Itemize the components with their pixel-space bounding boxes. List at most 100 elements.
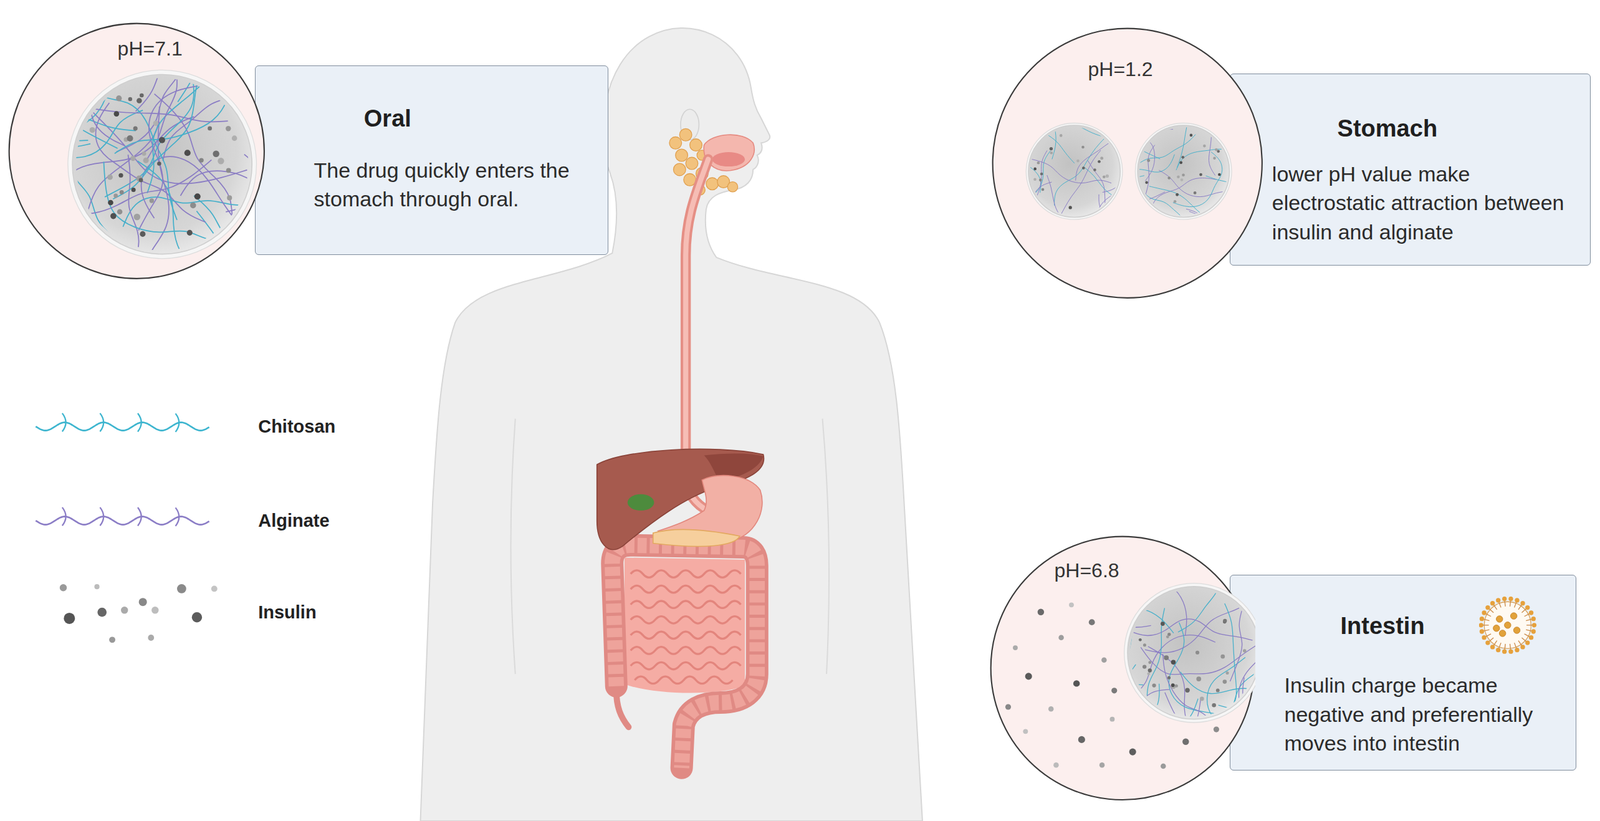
- alginate-fiber: [1100, 161, 1166, 204]
- chitosan-fiber: [195, 210, 230, 280]
- alginate-fiber: [1098, 194, 1121, 286]
- insulin-dot: [1040, 172, 1044, 176]
- insulin-dot: [1217, 173, 1222, 177]
- polymer-chain: [35, 516, 209, 525]
- lipid-head: [1514, 647, 1519, 652]
- chitosan-fiber: [1016, 664, 1136, 720]
- box-heading: Oral: [364, 104, 412, 134]
- micelle-cargo: [1496, 615, 1503, 623]
- gel-sphere: [8, 22, 266, 280]
- lipid-head: [1495, 647, 1501, 652]
- intestine-loops: [630, 570, 742, 684]
- alginate-fiber: [54, 81, 229, 122]
- lipid-head: [1520, 600, 1526, 606]
- alginate-fiber: [1140, 645, 1255, 676]
- chitosan-fiber: [177, 22, 237, 102]
- chain-branch: [175, 507, 180, 526]
- insulin-dot: [1193, 191, 1197, 195]
- lipid-head: [1528, 635, 1534, 640]
- insulin-dot: [1176, 175, 1180, 179]
- legend-label: Chitosan: [258, 415, 336, 438]
- legend-swatch: [0, 581, 235, 643]
- chitosan-fiber: [1173, 152, 1223, 207]
- chitosan-fiber: [8, 81, 88, 141]
- gel-network: [1004, 535, 1256, 801]
- alginate-fiber: [1151, 535, 1170, 603]
- alginate-fiber: [123, 244, 235, 280]
- micelle-cargo: [1513, 627, 1521, 634]
- ph-circle: pH=1.2: [991, 27, 1263, 299]
- released-insulin: [1088, 619, 1096, 626]
- released-insulin: [1022, 729, 1028, 735]
- lipid-tail: [1489, 637, 1495, 642]
- lipid-head: [1514, 597, 1519, 603]
- alginate-fiber: [1186, 208, 1212, 290]
- micelle-core: [1484, 601, 1531, 649]
- legend-item: Chitosan: [0, 395, 368, 457]
- micelle-cargo: [1493, 625, 1500, 632]
- insulin-dot: [1189, 134, 1193, 138]
- insulin-dot: [1145, 181, 1149, 185]
- insulin-dot: [139, 93, 144, 98]
- released-insulin: [1012, 645, 1018, 651]
- loop: [630, 646, 742, 654]
- lipid-tail: [1524, 633, 1531, 638]
- alginate-fiber: [1148, 646, 1190, 763]
- chitosan-fiber: [1058, 609, 1174, 638]
- chain-branch: [99, 413, 104, 432]
- gallbladder: [627, 494, 655, 511]
- alginate-fiber: [1057, 643, 1142, 719]
- lipid-tail: [1485, 633, 1491, 638]
- gel-network: [8, 22, 266, 280]
- released-insulin: [1182, 738, 1189, 745]
- chitosan-fiber: [1060, 166, 1145, 185]
- lipid-tail: [1514, 642, 1518, 649]
- pancreas: [653, 529, 740, 547]
- insulin-dot: [130, 155, 136, 161]
- insulin-dot: [1179, 161, 1184, 165]
- insulin-dot: [1100, 156, 1104, 160]
- lipid-head: [1495, 597, 1501, 603]
- small-intestine: [624, 557, 745, 693]
- alginate-fiber: [180, 170, 266, 205]
- insulin-dot: [97, 607, 107, 618]
- insulin-dot: [1180, 178, 1184, 182]
- insulin-dot: [1102, 175, 1106, 179]
- lipid-tail: [1493, 604, 1498, 610]
- insulin-dot: [1097, 160, 1101, 164]
- circle-outline: [8, 22, 266, 280]
- chain-branch: [62, 507, 67, 526]
- lipid-tail: [1524, 613, 1531, 617]
- insulin-dot: [120, 606, 128, 614]
- micelle-cargo: [1504, 622, 1511, 629]
- insulin-dot: [1211, 703, 1217, 708]
- loop: [630, 585, 742, 593]
- insulin-dot: [114, 110, 120, 117]
- insulin-dot: [1216, 688, 1220, 693]
- insulin-dot: [1105, 174, 1109, 178]
- insulin-dot: [134, 213, 141, 221]
- gel-halo: [1124, 583, 1256, 723]
- insulin-dot: [115, 95, 122, 101]
- chitosan-fiber: [1176, 138, 1257, 171]
- lipid-head: [1490, 644, 1495, 649]
- lipid-head: [1520, 644, 1526, 649]
- lipid-tail: [1504, 600, 1506, 607]
- lipid-tail: [1514, 601, 1518, 608]
- insulin-dot: [1242, 649, 1247, 654]
- insulin-dot: [110, 213, 117, 220]
- insulin-dot: [1171, 660, 1177, 666]
- alginate-fiber: [45, 61, 90, 235]
- gel-bead: [1127, 586, 1256, 720]
- loop: [630, 570, 742, 578]
- released-insulin: [1160, 763, 1167, 770]
- alginate-fiber: [31, 116, 195, 191]
- insulin-dot: [1093, 168, 1097, 172]
- insulin-dot: [1163, 655, 1169, 661]
- lipid-head: [1502, 649, 1507, 654]
- lipid-tail: [1485, 613, 1491, 617]
- alginate-fiber: [1136, 696, 1202, 801]
- insulin-dot: [1226, 671, 1230, 675]
- insulin-dot: [1142, 665, 1147, 669]
- lipid-tail: [1504, 643, 1506, 651]
